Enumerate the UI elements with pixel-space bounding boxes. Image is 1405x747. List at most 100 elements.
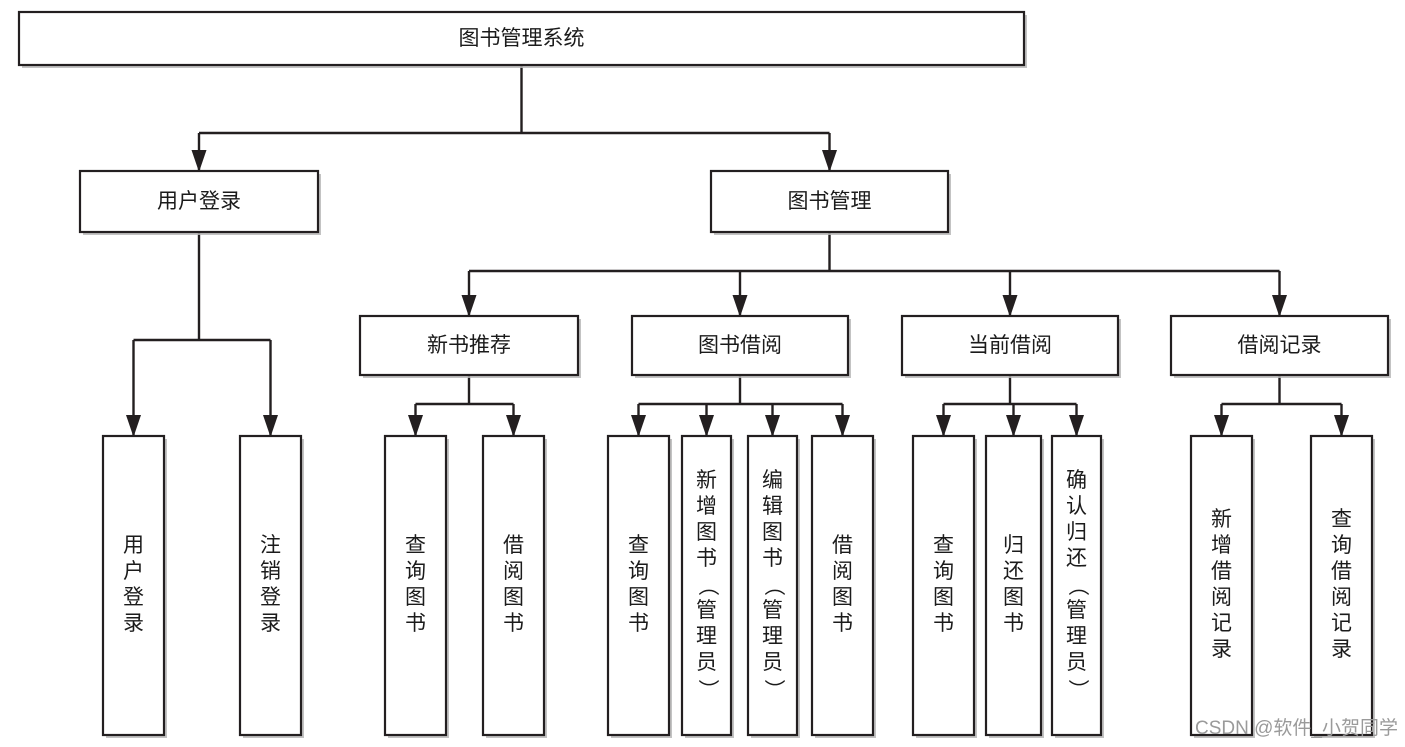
node-label-char: 销 [260,560,281,583]
node-label-char: （ [1066,575,1089,596]
node-label-char: 还 [1066,547,1087,570]
node-book-manage[interactable]: 图书管理 [709,169,951,235]
node-box[interactable] [481,434,546,737]
node-label-char: 查 [405,534,426,557]
node-label-char: 借 [1331,560,1352,583]
node-new-book-rec[interactable]: 新书推荐 [358,314,581,378]
node-box[interactable] [17,10,1026,67]
node-box[interactable] [101,434,166,737]
node-label-char: 管 [1066,599,1087,622]
node-box[interactable] [1189,434,1254,737]
node-box[interactable] [1169,314,1390,377]
node-label-char: ） [762,679,785,700]
node-label-char: 询 [933,560,954,583]
node-label-char: 还 [1003,560,1024,583]
node-label-char: 书 [933,612,954,635]
node-box[interactable] [709,169,950,234]
node-label-char: 员 [1066,651,1087,674]
connector-arrowhead [1006,415,1021,437]
node-label-char: 录 [1211,638,1232,661]
node-label-char: 录 [123,612,144,635]
node-label-char: 员 [696,651,717,674]
node-label-char: 记 [1211,612,1232,635]
node-label-char: 图 [1003,586,1024,609]
node-label-char: 图 [628,586,649,609]
node-label-char: 录 [260,612,281,635]
node-label-char: 确 [1066,469,1087,492]
node-label-char: 图 [832,586,853,609]
node-label-char: 理 [762,625,783,648]
node-box[interactable] [984,434,1043,737]
connector-arrowhead [699,415,714,437]
node-label-char: 注 [260,534,281,557]
node-box[interactable] [630,314,850,377]
node-label-char: 图 [503,586,524,609]
connector-arrowhead [1214,415,1229,437]
node-root[interactable]: 图书管理系统 [17,10,1027,68]
node-box[interactable] [78,169,320,234]
node-label-char: 增 [696,495,717,518]
node-label-char: 书 [1003,612,1024,635]
node-box[interactable] [383,434,448,737]
node-book-borrow[interactable]: 图书借阅 [630,314,851,378]
node-box[interactable] [1050,434,1103,737]
node-box[interactable] [606,434,671,737]
connector-c-rec [408,375,521,437]
node-label-char: 图 [696,521,717,544]
node-box[interactable] [680,434,733,737]
node-user-login[interactable]: 用户登录 [78,169,321,235]
node-label-char: 书 [628,612,649,635]
node-box[interactable] [911,434,976,737]
node-label-char: 书 [832,612,853,635]
node-label-char: 户 [123,560,144,583]
node-box[interactable] [746,434,799,737]
node-label-char: 图 [405,586,426,609]
connector-c-brec [1214,375,1349,437]
node-label-char: 查 [628,534,649,557]
connector-arrowhead [1069,415,1084,437]
connector-arrowhead [408,415,423,437]
node-label: 用户登录 [157,190,241,213]
node-current-borrow[interactable]: 当前借阅 [900,314,1121,378]
node-label-char: 阅 [1211,586,1232,609]
node-box[interactable] [900,314,1120,377]
node-borrow-record[interactable]: 借阅记录 [1169,314,1391,378]
node-leaf-user-login[interactable]: 用户登录 [101,434,167,738]
connector-c-login [126,232,278,437]
connector-c-cur [936,375,1084,437]
node-label-char: 阅 [832,560,853,583]
node-label-char: 询 [1331,534,1352,557]
connector-arrowhead [263,415,278,437]
node-label-char: 新 [696,469,717,492]
node-label: 借阅记录 [1238,334,1322,357]
node-box[interactable] [1309,434,1374,737]
connector-c-manage [461,232,1287,317]
node-label-char: 查 [1331,508,1352,531]
node-box[interactable] [358,314,580,377]
node-label-char: 书 [696,547,717,570]
node-box[interactable] [238,434,303,737]
node-label-char: 询 [628,560,649,583]
node-label-char: ） [1066,679,1089,700]
connector-arrowhead [1002,295,1018,317]
connector-arrowhead [461,295,477,317]
node-box[interactable] [810,434,875,737]
connector-arrowhead [835,415,850,437]
connector-arrowhead [1334,415,1349,437]
connector-arrowhead [1272,295,1287,317]
node-label-char: 书 [762,547,783,570]
node-label-char: 管 [762,599,783,622]
